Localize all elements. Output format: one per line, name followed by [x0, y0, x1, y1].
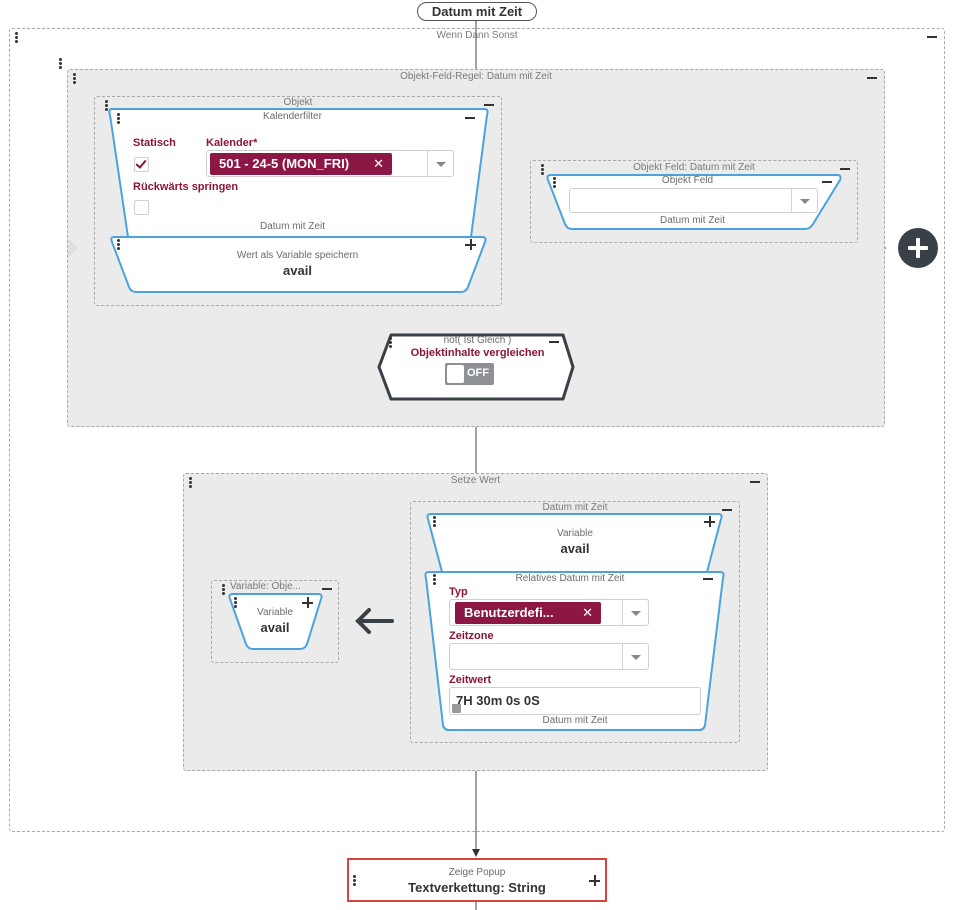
zeitzone-select[interactable]	[449, 643, 649, 670]
drag-handle-icon[interactable]	[105, 100, 108, 111]
drag-handle-icon[interactable]	[234, 597, 237, 608]
remove-chip-icon[interactable]: ✕	[373, 156, 384, 171]
zeitzone-label: Zeitzone	[449, 630, 494, 642]
variable-block-title: Variable	[257, 607, 293, 618]
dropdown-caret-icon[interactable]	[791, 189, 817, 212]
compare-label: Objektinhalte vergleichen	[410, 347, 545, 359]
minus-icon[interactable]	[927, 36, 937, 38]
rueckwaerts-checkbox[interactable]	[134, 200, 149, 215]
rueckwaerts-label: Rückwärts springen	[133, 181, 239, 193]
objekt-feld-block-title: Objekt Feld	[661, 175, 714, 186]
kalender-chip-label: 501 - 24-5 (MON_FRI)	[219, 156, 350, 171]
kalender-label: Kalender*	[206, 137, 258, 149]
drag-handle-icon[interactable]	[433, 574, 436, 585]
drag-handle-icon[interactable]	[541, 164, 544, 175]
minus-icon[interactable]	[465, 117, 475, 119]
datum-variable-value: avail	[560, 541, 590, 556]
objekt-feld-select[interactable]	[569, 188, 818, 213]
drag-handle-icon[interactable]	[433, 516, 436, 527]
relatives-output-type: Datum mit Zeit	[542, 715, 608, 726]
objekt-title: Objekt	[283, 97, 313, 108]
compare-toggle[interactable]: OFF	[445, 363, 494, 385]
toggle-knob	[447, 365, 464, 383]
drag-handle-icon[interactable]	[222, 584, 225, 595]
objekt-feld-group-title: Objekt Feld: Datum mit Zeit	[633, 162, 755, 173]
remove-chip-icon[interactable]: ✕	[582, 605, 593, 620]
checkmark-icon	[135, 157, 147, 169]
kalender-select[interactable]: 501 - 24-5 (MON_FRI) ✕	[206, 150, 454, 177]
typ-chip: Benutzerdefi... ✕	[455, 602, 601, 624]
kalenderfilter-title: Kalenderfilter	[263, 111, 322, 122]
drag-handle-icon[interactable]	[389, 337, 392, 348]
objekt-feld-regel-title: Objekt-Feld-Regel: Datum mit Zeit	[400, 71, 552, 82]
minus-icon[interactable]	[867, 77, 877, 79]
zeige-popup-title: Zeige Popup	[448, 867, 506, 878]
plus-icon[interactable]	[704, 516, 715, 527]
datum-variable-title: Variable	[557, 528, 593, 539]
dropdown-caret-icon[interactable]	[622, 600, 648, 625]
objekt-feld-output-type: Datum mit Zeit	[659, 215, 725, 226]
drag-handle-icon[interactable]	[117, 239, 120, 250]
minus-icon[interactable]	[822, 181, 832, 183]
drag-handle-icon[interactable]	[117, 113, 120, 124]
minus-icon[interactable]	[484, 104, 494, 106]
statisch-checkbox[interactable]	[134, 157, 149, 172]
minus-icon[interactable]	[722, 509, 732, 511]
minus-icon[interactable]	[549, 341, 559, 343]
plus-icon[interactable]	[302, 597, 313, 608]
wenn-dann-sonst-title: Wenn Dann Sonst	[436, 30, 518, 41]
zeige-popup-value: Textverkettung: String	[408, 880, 546, 895]
minus-icon[interactable]	[322, 588, 332, 590]
datum-mit-zeit-start-node[interactable]: Datum mit Zeit	[417, 2, 537, 21]
typ-label: Typ	[449, 586, 468, 598]
variable-block-value: avail	[260, 620, 290, 635]
add-circle-icon[interactable]	[898, 228, 938, 268]
plus-icon[interactable]	[589, 875, 600, 886]
drag-handle-icon[interactable]	[353, 875, 356, 886]
drag-handle-icon[interactable]	[73, 73, 76, 84]
drag-handle-icon[interactable]	[189, 477, 192, 488]
kalender-chip: 501 - 24-5 (MON_FRI) ✕	[210, 153, 392, 175]
dropdown-caret-icon[interactable]	[427, 151, 453, 176]
dropdown-caret-icon[interactable]	[622, 644, 648, 669]
zeitwert-textarea[interactable]: 7H 30m 0s 0S	[449, 687, 701, 715]
setze-wert-title: Setze Wert	[450, 475, 501, 486]
zeitwert-label: Zeitwert	[449, 674, 492, 686]
wert-als-variable-title: Wert als Variable speichern	[236, 250, 359, 261]
resize-grip-icon[interactable]	[452, 704, 461, 713]
compare-title: not( Ist Gleich )	[443, 335, 512, 346]
kalenderfilter-output-type: Datum mit Zeit	[259, 221, 325, 232]
variable-objekt-title: Variable: Obje...	[230, 581, 301, 592]
plus-icon[interactable]	[465, 239, 476, 250]
minus-icon[interactable]	[840, 168, 850, 170]
minus-icon[interactable]	[750, 481, 760, 483]
statisch-label: Statisch	[133, 137, 176, 149]
relatives-datum-title: Relatives Datum mit Zeit	[515, 573, 625, 584]
zeige-popup-block[interactable]: Zeige Popup Textverkettung: String	[347, 858, 607, 902]
typ-select[interactable]: Benutzerdefi... ✕	[449, 599, 649, 626]
drag-handle-icon[interactable]	[553, 177, 556, 188]
toggle-label: OFF	[467, 367, 489, 379]
wenn-dann-sonst-group: Wenn Dann Sonst	[9, 28, 945, 832]
zeitwert-value: 7H 30m 0s 0S	[456, 693, 540, 708]
datum-mit-zeit-group-title: Datum mit Zeit	[542, 502, 608, 513]
typ-chip-label: Benutzerdefi...	[464, 605, 554, 620]
minus-icon[interactable]	[703, 578, 713, 580]
drag-handle-icon[interactable]	[15, 32, 18, 43]
wert-als-variable-value: avail	[283, 263, 312, 278]
drag-handle-icon[interactable]	[59, 58, 62, 69]
